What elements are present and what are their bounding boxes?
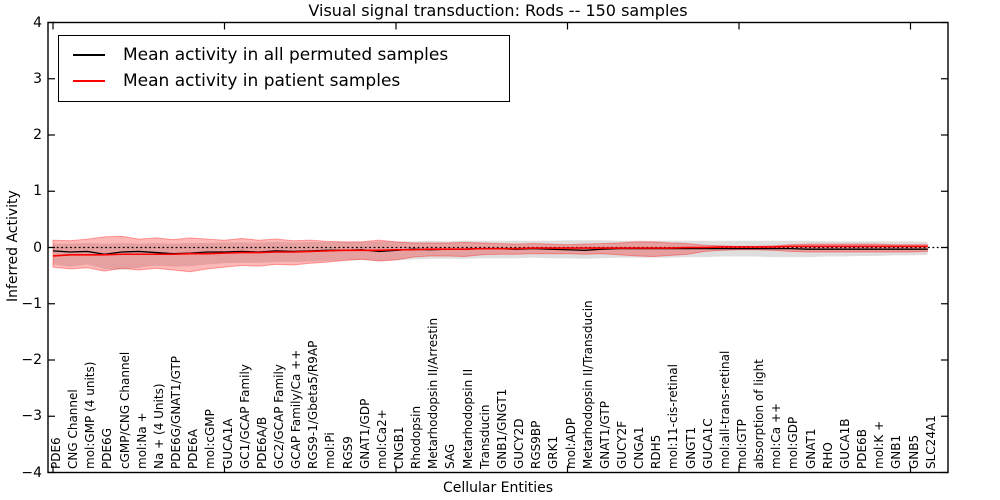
- x-tick-label: PDE6G: [100, 428, 115, 469]
- x-tick-label: Transducin: [477, 404, 492, 469]
- y-tick-label: 0: [33, 239, 42, 256]
- x-tick-label: mol:GDP: [786, 416, 801, 469]
- x-tick-label: PDE6A/B: [254, 416, 269, 469]
- x-tick-label: GNB1: [889, 434, 904, 469]
- x-tick-label: mol:11-cis-retinal: [666, 364, 681, 469]
- x-tick-label: GC2/GCAP Family: [271, 364, 286, 469]
- legend-item-patient: Mean activity in patient samples: [73, 68, 499, 94]
- x-tick-label: SLC24A1: [923, 415, 938, 469]
- x-tick-label: RHO: [820, 442, 835, 469]
- chart-title: Visual signal transduction: Rods -- 150 …: [308, 1, 688, 20]
- x-tick-label: GRK1: [546, 435, 561, 469]
- x-tick-label: Metarhodopsin II/Arrestin: [426, 317, 441, 469]
- y-tick-label: −2: [21, 352, 42, 368]
- tick-marks: [48, 21, 948, 474]
- x-tick-label: GNGT1: [683, 426, 698, 469]
- y-tick-label: 3: [33, 70, 42, 87]
- x-tick-label: mol:Pi: [323, 432, 338, 469]
- x-tick-label: RGS9-1/Gbeta5/R9AP: [306, 340, 321, 469]
- permuted-line-swatch: [73, 54, 105, 56]
- x-tick-label: mol:all-trans-retinal: [717, 350, 732, 469]
- x-tick-label: GC1/GCAP Family: [237, 364, 252, 469]
- patient-band: [52, 235, 929, 273]
- legend: Mean activity in all permuted samples Me…: [58, 35, 510, 102]
- x-tick-label: PDE6: [49, 437, 63, 469]
- x-tick-label: GUCA1B: [837, 418, 852, 469]
- y-tick-label: −3: [21, 408, 42, 425]
- x-tick-label: PDE6A: [186, 429, 201, 469]
- x-tick-label: SAG: [443, 443, 458, 469]
- x-tick-label: Metarhodopsin II/Transducin: [580, 300, 595, 469]
- x-tick-label: Metarhodopsin II: [460, 368, 475, 469]
- x-axis-title: Cellular Entities: [442, 480, 554, 496]
- x-tick-label: mol:ADP: [563, 417, 578, 469]
- x-tick-label: RGS9BP: [529, 420, 544, 469]
- y-tick-label: 1: [33, 183, 42, 200]
- y-tick-label: 2: [33, 127, 42, 143]
- x-tick-label: GNB5: [906, 434, 921, 469]
- x-tick-label: mol:K +: [872, 420, 887, 469]
- y-tick-label: −4: [21, 464, 42, 481]
- y-tick-label: 4: [33, 14, 42, 31]
- y-tick-label: −1: [21, 295, 42, 312]
- x-tick-label: CNG Channel: [66, 389, 81, 469]
- x-tick-label: mol:cGMP: [203, 409, 218, 469]
- x-tick-label: GNAT1/GDP: [357, 398, 372, 469]
- x-tick-label: Na + (4 Units): [151, 383, 166, 469]
- legend-label-permuted: Mean activity in all permuted samples: [123, 45, 449, 65]
- patient-mean-line: [52, 245, 928, 257]
- x-tick-label: cGMP/CNG Channel: [117, 351, 132, 469]
- x-tick-label: mol:GMP (4 units): [83, 361, 98, 469]
- x-tick-label: mol:Na +: [134, 412, 149, 469]
- x-tick-label: RDH5: [649, 434, 664, 469]
- x-tick-label: GUCA1C: [700, 418, 715, 469]
- x-tick-label: GUCY2F: [614, 420, 629, 469]
- x-tick-label: CNGB1: [392, 426, 406, 469]
- x-tick-label: CNGA1: [632, 426, 647, 470]
- x-tick-label: GNAT1: [803, 428, 818, 469]
- x-tick-label: GCAP Family/Ca ++: [289, 349, 304, 469]
- x-tick-label: absorption of light: [752, 359, 767, 469]
- x-tick-label: GUCY2D: [512, 418, 527, 469]
- x-tick-label: GNAT1/GTP: [597, 401, 612, 469]
- legend-item-permuted: Mean activity in all permuted samples: [73, 42, 499, 68]
- legend-label-patient: Mean activity in patient samples: [123, 71, 401, 91]
- x-tick-label: GUCA1A: [220, 418, 235, 469]
- patient-line-swatch: [73, 80, 105, 82]
- x-tick-label: PDE6B: [855, 429, 870, 469]
- x-tick-label: GNB1/GNGT1: [494, 388, 509, 469]
- x-tick-label: mol:Ca ++: [769, 402, 784, 469]
- x-tick-label: PDE6G/GNAT1/GTP: [169, 355, 184, 469]
- x-tick-label: Rhodopsin: [409, 405, 424, 469]
- x-tick-label: RGS9: [340, 436, 355, 469]
- x-tick-label: mol:Ca2+: [374, 409, 389, 469]
- x-tick-label: mol:GTP: [735, 419, 749, 469]
